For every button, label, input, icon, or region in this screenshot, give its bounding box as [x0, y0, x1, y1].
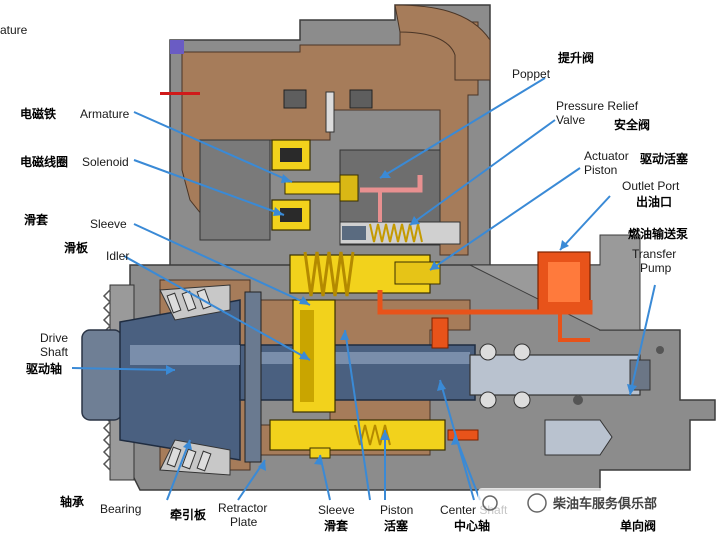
label-pressure-relief-2: Valve [556, 113, 585, 127]
label-solenoid-en: Solenoid [82, 155, 129, 169]
label-sleeve-cn: 滑套 [24, 212, 49, 227]
label-retractor-plate-1: Retractor [218, 501, 267, 515]
transfer-pump-passage [377, 251, 593, 441]
label-retractor-plate-2: Plate [230, 515, 258, 529]
label-drive-shaft-2: Shaft [40, 345, 69, 359]
sleeve [292, 299, 336, 413]
label-poppet-cn: 提升阀 [558, 50, 594, 65]
label-solenoid-cn: 电磁线圈 [20, 154, 68, 169]
label-outlet-port-en: Outlet Port [622, 179, 680, 193]
label-idler-cn: 滑板 [64, 240, 89, 255]
label-bearing-en: Bearing [100, 502, 141, 516]
bearing [159, 284, 531, 476]
label-armature-cn: 电磁铁 [20, 106, 56, 121]
label-check-valve-cn: 单向阀 [620, 518, 656, 533]
label-actuator-piston-1: Actuator [584, 149, 629, 163]
top-fittings [160, 40, 373, 133]
label-outlet-port-cn: 出油口 [636, 194, 672, 209]
label-idler-en: Idler [106, 249, 129, 263]
label-sleeve-en: Sleeve [90, 217, 127, 231]
label-poppet-en: Poppet [512, 67, 551, 81]
label-piston-bottom-cn: 活塞 [384, 518, 409, 533]
label-center-shaft-cn: 中心轴 [454, 518, 490, 533]
retractor-plate [244, 291, 262, 463]
watermark: 柴油车服务俱乐部 [478, 488, 710, 518]
poppet-and-relief-valve [339, 175, 461, 245]
label-transfer-pump-cn: 燃油输送泵 [628, 226, 688, 241]
label-actuator-piston-cn: 驱动活塞 [640, 151, 689, 166]
label-transfer-pump-1: Transfer [632, 247, 676, 261]
end-cap [544, 346, 664, 456]
label-sleeve-bottom-en: Sleeve [318, 503, 355, 517]
label-pressure-relief-1: Pressure Relief [556, 99, 639, 113]
label-drive-shaft-cn: 驱动轴 [26, 361, 62, 376]
official-account-icon [527, 493, 547, 513]
label-retractor-plate-cn: 牵引板 [170, 507, 207, 522]
leader-arrowheads [166, 170, 637, 471]
labels: ature 电磁铁 Armature 电磁线圈 Solenoid 滑套 Slee… [0, 23, 689, 533]
label-transfer-pump-2: Pump [640, 261, 672, 275]
armature [284, 174, 359, 202]
actuator-piston [289, 251, 441, 297]
label-bearing-cn: 轴承 [60, 494, 84, 509]
watermark-text: 柴油车服务俱乐部 [552, 496, 657, 512]
label-armature-en: Armature [80, 107, 130, 121]
label-actuator-piston-2: Piston [584, 163, 617, 177]
label-pressure-relief-cn: 安全阀 [614, 117, 650, 132]
wechat-icon [482, 495, 498, 511]
label-armature-top: ature [0, 23, 28, 37]
label-drive-shaft-1: Drive [40, 331, 68, 345]
label-piston-bottom-en: Piston [380, 503, 413, 517]
leader-lines [71, 77, 656, 501]
label-sleeve-bottom-cn: 滑套 [324, 518, 349, 533]
